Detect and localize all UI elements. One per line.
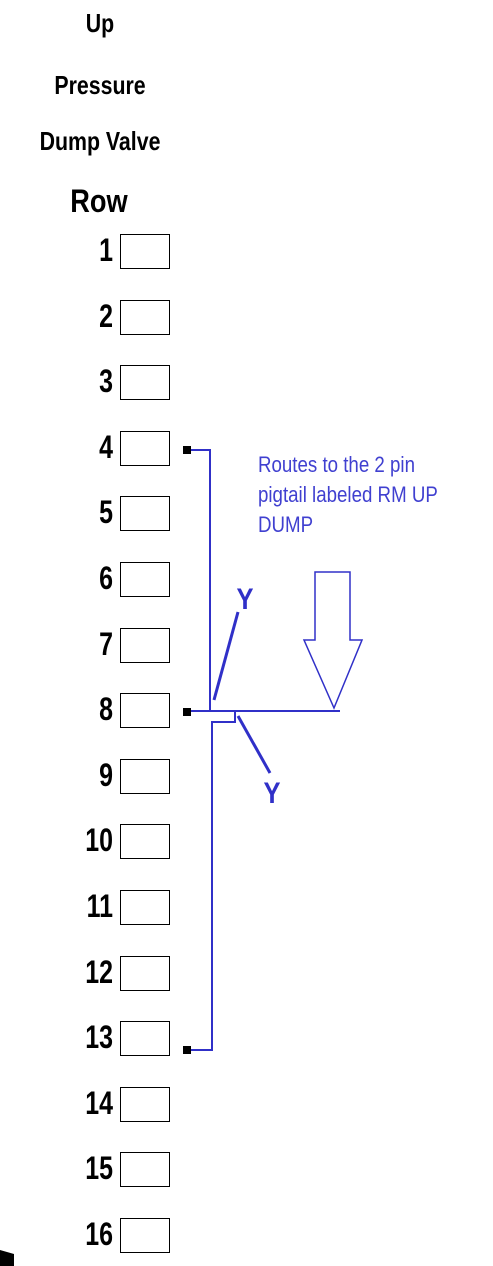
- wire-row-13: [191, 711, 236, 1051]
- diagram-title-line-2: Pressure: [54, 70, 146, 100]
- row-header: Row: [70, 183, 128, 219]
- row-number: 4: [99, 428, 113, 465]
- row-number: 8: [99, 691, 113, 728]
- row-number: 11: [86, 888, 113, 924]
- row-number: 1: [99, 232, 113, 268]
- row-number: 13: [85, 1019, 113, 1056]
- row-slot: [120, 562, 170, 597]
- row-slot: [120, 1218, 170, 1253]
- splice-tick-lower: [236, 715, 272, 774]
- row-number: 10: [85, 822, 113, 859]
- row-number: 2: [99, 297, 113, 334]
- corner-mark: [0, 1250, 14, 1266]
- row-slot: [120, 758, 170, 794]
- row-number: 3: [99, 363, 113, 400]
- row-slot: [120, 1021, 170, 1057]
- row-slot: [120, 693, 170, 729]
- row-slot: [120, 496, 170, 532]
- row-number: 5: [99, 494, 113, 531]
- row-slot: [120, 1086, 170, 1122]
- row-number: 6: [99, 560, 113, 596]
- row-slot: [120, 824, 170, 860]
- row-slot: [120, 627, 170, 663]
- row-slot: [120, 234, 170, 269]
- diagram-title-line-1: Up: [85, 8, 115, 38]
- wire-row-4: [191, 449, 211, 711]
- splice-tick-upper: [212, 611, 240, 701]
- row-number: 7: [99, 625, 113, 662]
- row-number: 16: [85, 1216, 113, 1252]
- row-slot: [120, 955, 170, 991]
- pin-marker-8: [183, 708, 191, 716]
- row-number: 9: [99, 756, 113, 793]
- down-arrow-icon: [302, 571, 364, 710]
- wire-color-label-upper: Y: [236, 583, 254, 616]
- diagram-title-line-3: Dump Valve: [39, 126, 161, 156]
- route-note: Routes to the 2 pin pigtail labeled RM U…: [258, 452, 438, 537]
- pin-marker-13: [183, 1046, 191, 1054]
- row-slot: [120, 430, 170, 466]
- row-slot: [120, 299, 170, 335]
- pin-marker-4: [183, 446, 191, 454]
- row-slot: [120, 890, 170, 925]
- row-number: 12: [85, 953, 113, 990]
- wire-color-label-lower: Y: [263, 777, 281, 810]
- row-slot: [120, 1152, 170, 1188]
- row-number: 15: [85, 1150, 113, 1187]
- row-number: 14: [85, 1084, 113, 1121]
- row-slot: [120, 365, 170, 401]
